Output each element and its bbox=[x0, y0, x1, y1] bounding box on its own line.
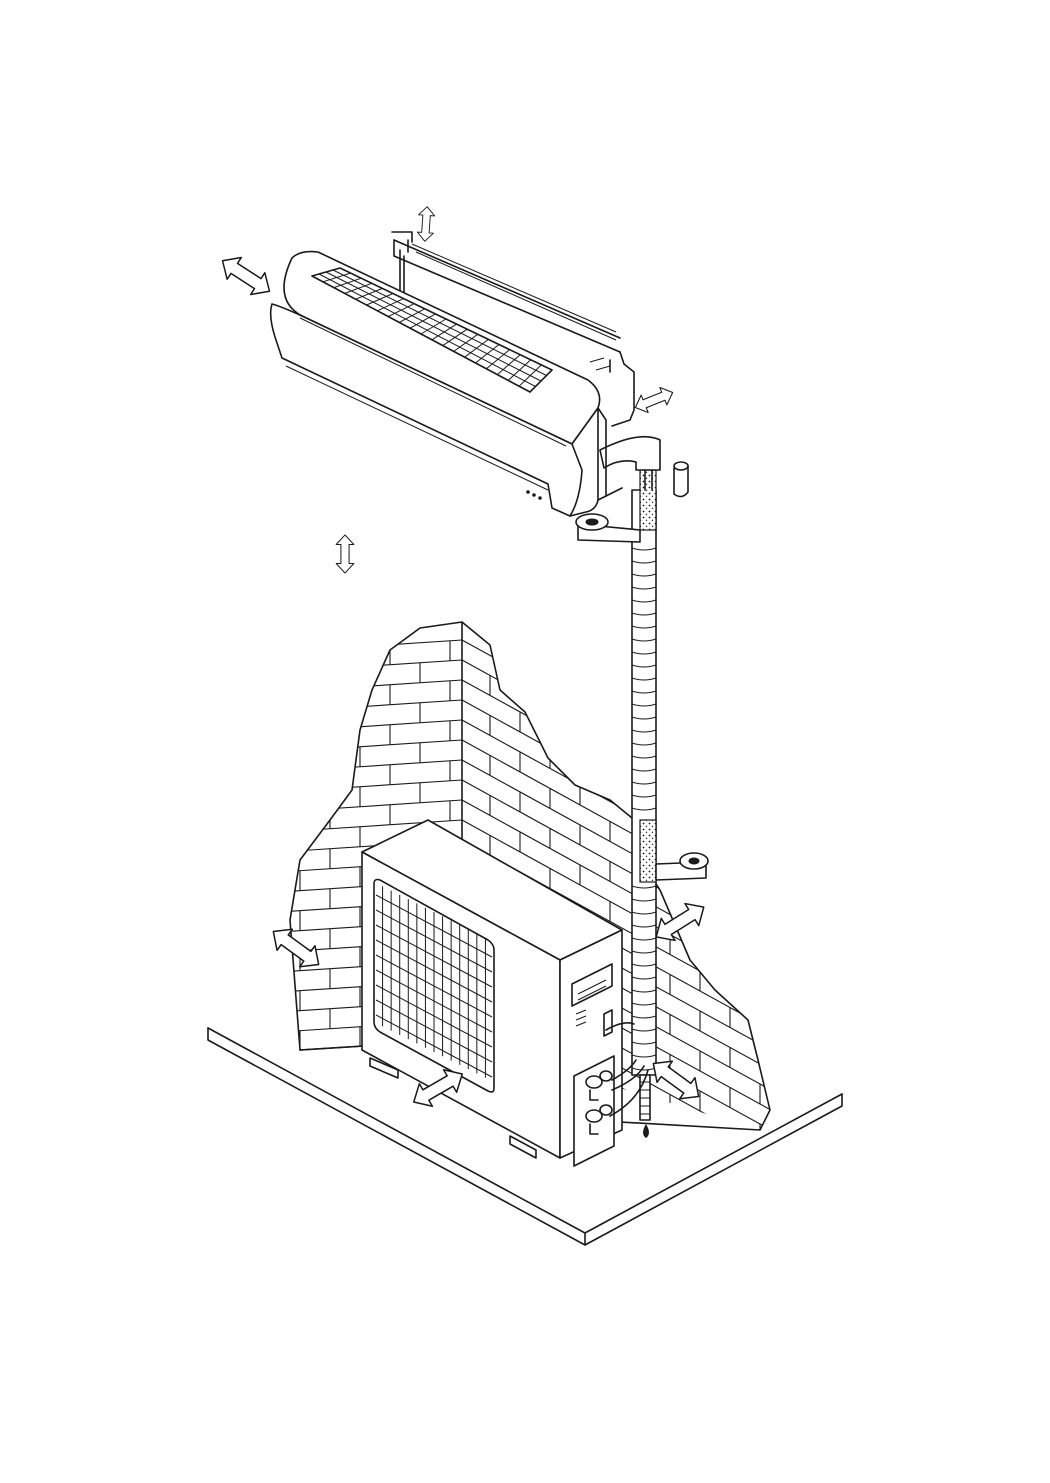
indoor-unit bbox=[271, 252, 622, 516]
clearance-arrow-indoor-below bbox=[336, 535, 354, 573]
clearance-arrow-indoor-top bbox=[417, 206, 436, 242]
clearance-arrow-indoor-left bbox=[215, 250, 276, 302]
clearance-arrow-indoor-right bbox=[632, 384, 676, 416]
water-drop-icon bbox=[643, 1124, 649, 1138]
wall-sleeve bbox=[674, 462, 688, 497]
pipe-clip-lower bbox=[656, 853, 708, 880]
pipe-clip-upper bbox=[576, 514, 640, 542]
